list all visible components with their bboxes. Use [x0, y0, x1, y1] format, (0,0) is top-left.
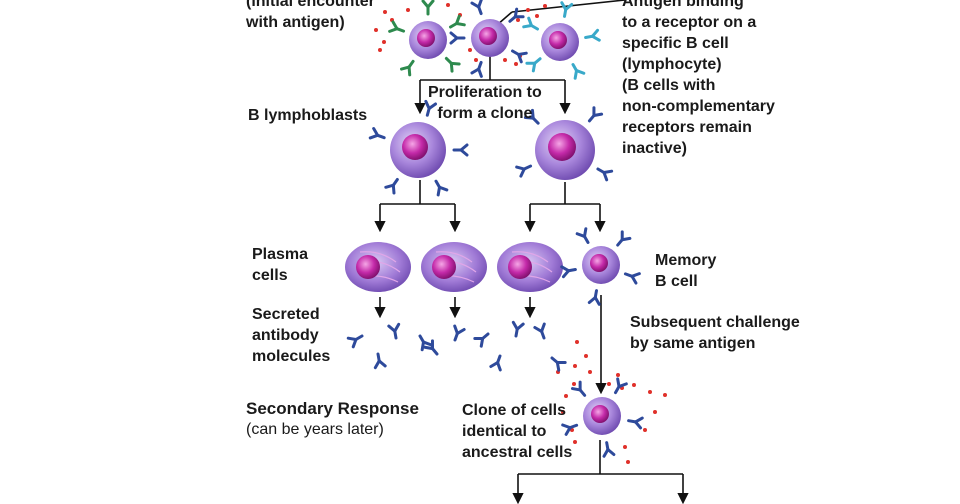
- plasma-cell-1: [345, 242, 411, 292]
- clone-of-cells-line-3: ancestral cells: [462, 444, 573, 461]
- plasma-cell-2: [421, 242, 487, 292]
- initial-encounter-line-1: (initial encounter: [246, 0, 375, 10]
- b-lymphoblasts-label: B lymphoblasts: [248, 107, 368, 124]
- b-cell-green: [388, 0, 466, 77]
- flow-arrows: [374, 0, 689, 504]
- b-cell-cyan: [522, 1, 601, 80]
- secondary-response-subtitle: (can be years later): [246, 421, 384, 438]
- antigen-binding-line-2: to a receptor on a: [622, 14, 757, 31]
- subsequent-challenge-label: Subsequent challenge by same antigen: [630, 312, 800, 354]
- clone-of-cells-label: Clone of cells identical to ancestral ce…: [462, 400, 572, 463]
- antigen-binding-line-4: (lymphocyte): [622, 56, 722, 73]
- plasma-cells-line-1: Plasma: [252, 246, 309, 263]
- memory-b-cell: [560, 227, 641, 306]
- plasma-cells-line-2: cells: [252, 267, 288, 284]
- secondary-response-title: Secondary Response: [246, 399, 419, 418]
- antigen-binding-label: Antigen binding to a receptor on a speci…: [622, 0, 775, 159]
- clone-of-cells-line-1: Clone of cells: [462, 402, 567, 419]
- secondary-response-label: Secondary Response (can be years later): [246, 398, 419, 440]
- antigen-binding-line-5: (B cells with: [622, 77, 716, 94]
- secreted-antibody-label: Secreted antibody molecules: [252, 304, 330, 367]
- proliferation-line-2: form a clone: [437, 105, 533, 122]
- secreted-antibodies: [346, 320, 567, 372]
- initial-encounter-label: (initial encounter with antigen): [246, 0, 375, 33]
- antigen-binding-line-6: non-complementary: [622, 98, 775, 115]
- antigen-binding-line-7: receptors remain: [622, 119, 752, 136]
- subsequent-challenge-line-2: by same antigen: [630, 335, 756, 352]
- initial-encounter-line-2: with antigen): [246, 14, 345, 31]
- secreted-antibody-line-3: molecules: [252, 348, 331, 365]
- clone-of-cells-line-2: identical to: [462, 423, 547, 440]
- b-lymphoblast-right: [515, 106, 614, 182]
- secreted-antibody-line-2: antibody: [252, 327, 319, 344]
- antigen-binding-line-8: inactive): [622, 140, 687, 157]
- secondary-memory-cell: [561, 377, 644, 458]
- proliferation-label: Proliferation to form a clone: [428, 82, 542, 124]
- antigen-binding-line-3: specific B cell: [622, 35, 729, 52]
- plasma-cells-label: Plasma cells: [252, 244, 308, 286]
- memory-b-cell-line-1: Memory: [655, 252, 717, 269]
- b-lymphoblast-left: [368, 99, 469, 197]
- b-cell-blue-binding: [449, 0, 528, 78]
- memory-b-cell-line-2: B cell: [655, 273, 698, 290]
- proliferation-line-1: Proliferation to: [428, 84, 542, 101]
- plasma-cell-3: [497, 242, 563, 292]
- subsequent-challenge-line-1: Subsequent challenge: [630, 314, 800, 331]
- antigen-binding-line-1: Antigen binding: [622, 0, 744, 10]
- secreted-antibody-line-1: Secreted: [252, 306, 320, 323]
- memory-b-cell-label: Memory B cell: [655, 250, 716, 292]
